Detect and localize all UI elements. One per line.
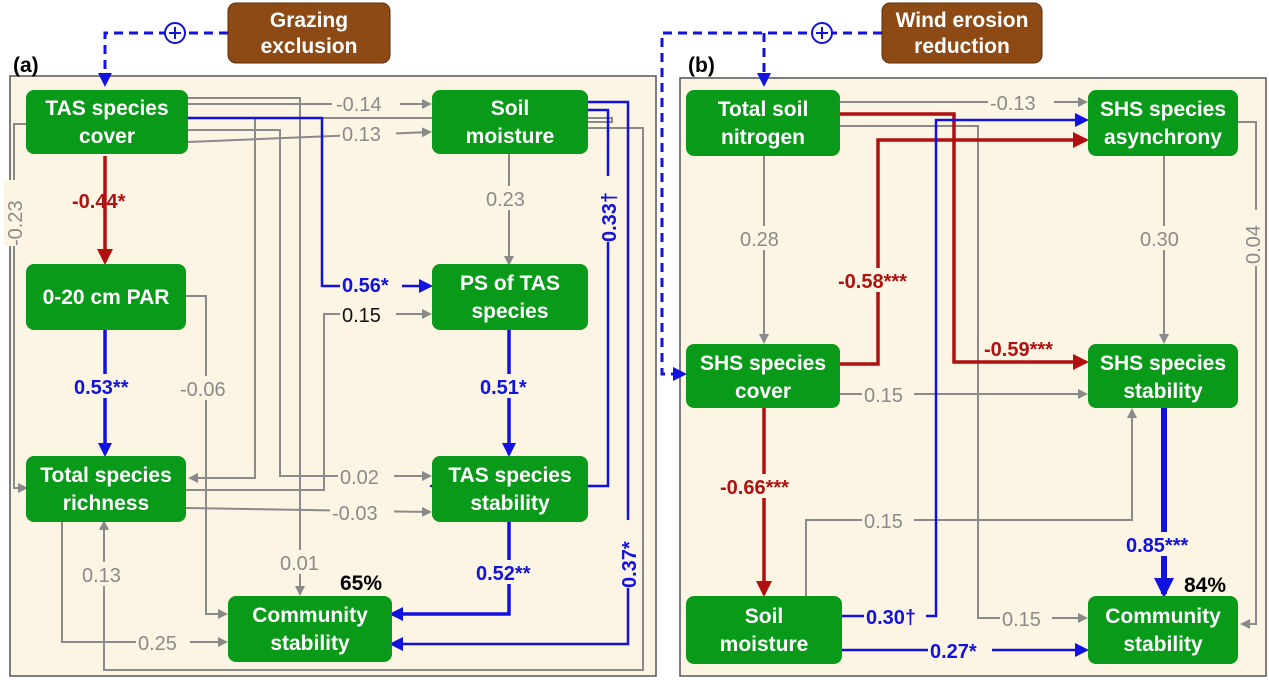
svg-text:Total species: Total species — [40, 464, 172, 487]
node-par: 0-20 cm PAR — [26, 264, 186, 330]
r2-b: 84% — [1184, 574, 1226, 597]
arrow-moisture-community — [389, 100, 630, 651]
label-nitrogen-community: 0.15 — [1002, 609, 1041, 631]
label-par-community: -0.06 — [180, 379, 226, 401]
panel-a-label: (a) — [13, 54, 39, 77]
label-to-stability: 0.02 — [340, 467, 379, 489]
wind-erosion-arrow-cover — [660, 31, 882, 381]
node-shs-species-stability: SHS species stability — [1088, 344, 1238, 408]
svg-text:TAS species: TAS species — [45, 97, 168, 120]
svg-text:species: species — [471, 300, 548, 323]
svg-text:richness: richness — [63, 492, 149, 515]
label-cover-moisture-2: 0.13 — [342, 124, 381, 146]
arrow-cover-richness — [13, 123, 28, 493]
plus-icon — [169, 27, 181, 39]
svg-text:nitrogen: nitrogen — [721, 126, 805, 149]
svg-text:Total soil: Total soil — [718, 98, 809, 121]
label-ps-stability: 0.51* — [480, 377, 527, 399]
node-community-stability-b: Community stability — [1088, 596, 1238, 664]
label-cover-ps: 0.56* — [342, 275, 389, 297]
label-moisture-community: 0.37* — [619, 541, 641, 588]
arrow-cover-async — [840, 132, 1089, 366]
svg-text:SHS species: SHS species — [1100, 352, 1226, 375]
label-stability-community: 0.52** — [476, 563, 531, 585]
arrow-par-community — [186, 295, 228, 619]
arrow-stability-community — [389, 522, 511, 621]
label-community-richness: 0.13 — [82, 565, 121, 587]
arrow-moisture-richness — [99, 127, 644, 671]
label-cover-richness: -0.23 — [5, 200, 27, 246]
label-moisture-ps: 0.23 — [486, 189, 525, 211]
svg-text:moisture: moisture — [720, 633, 809, 656]
node-soil-moisture-a: Soil moisture — [432, 90, 588, 154]
node-total-species-richness: Total species richness — [26, 456, 186, 522]
grazing-exclusion-arrow — [98, 31, 228, 87]
svg-text:moisture: moisture — [466, 125, 555, 148]
node-total-soil-nitrogen: Total soil nitrogen — [686, 90, 840, 156]
svg-text:Soil: Soil — [745, 605, 784, 628]
svg-text:stability: stability — [470, 492, 550, 515]
wind-erosion-line2: reduction — [914, 35, 1010, 58]
label-nitrogen-async: -0.13 — [990, 93, 1036, 115]
r2-a: 65% — [340, 572, 382, 595]
label-moisture-community-b: 0.27* — [930, 641, 977, 663]
svg-text:stability: stability — [1123, 633, 1203, 656]
node-community-stability-a: Community stability — [228, 596, 392, 662]
svg-text:SHS species: SHS species — [1100, 98, 1226, 121]
svg-text:stability: stability — [1123, 380, 1203, 403]
node-tas-species-cover: TAS species cover — [26, 90, 188, 154]
arrow-moisture-shsstability — [805, 408, 1137, 596]
node-ps-tas-species: PS of TAS species — [432, 264, 588, 330]
label-cover-async: -0.58*** — [838, 271, 907, 293]
svg-text:cover: cover — [79, 125, 135, 148]
svg-text:TAS species: TAS species — [448, 464, 571, 487]
panel-b-label: (b) — [688, 54, 715, 77]
svg-text:Community: Community — [252, 604, 368, 627]
label-shsstability-community: 0.85*** — [1126, 535, 1188, 557]
arrow-async-community — [1238, 121, 1257, 629]
label-cover-moisture: -0.14 — [336, 94, 382, 116]
svg-text:SHS species: SHS species — [700, 352, 826, 375]
node-tas-species-stability: TAS species stability — [432, 456, 588, 522]
label-par-richness: 0.53** — [74, 377, 129, 399]
svg-text:PS of TAS: PS of TAS — [460, 272, 560, 295]
node-soil-moisture-b: Soil moisture — [686, 596, 842, 664]
node-shs-species-asynchrony: SHS species asynchrony — [1088, 90, 1238, 156]
label-richness-community: 0.25 — [138, 633, 177, 655]
label-cover-community: 0.01 — [280, 553, 319, 575]
svg-text:0-20 cm PAR: 0-20 cm PAR — [43, 286, 170, 309]
label-async-community: 0.04 — [1243, 225, 1265, 264]
arrow-cover-community — [188, 97, 305, 596]
node-shs-species-cover: SHS species cover — [686, 344, 840, 408]
plus-icon-b — [816, 27, 828, 39]
label-moisture-shsstability: 0.15 — [864, 511, 903, 533]
label-async-stability: 0.30 — [1140, 229, 1179, 251]
label-cover-moisture-b: -0.66*** — [720, 477, 789, 499]
svg-text:Soil: Soil — [491, 97, 530, 120]
svg-text:stability: stability — [270, 632, 350, 655]
label-moisture-tasstability: 0.33† — [599, 192, 621, 242]
svg-text:asynchrony: asynchrony — [1104, 126, 1222, 149]
arrow-nitrogen-shsstability — [840, 112, 1089, 370]
wind-erosion-line1: Wind erosion — [896, 9, 1029, 32]
label-richness-ps: 0.15 — [342, 305, 381, 327]
label-cover-shsstability: 0.15 — [864, 385, 903, 407]
label-cover-par: -0.44* — [72, 191, 126, 213]
label-richness-stability: -0.03 — [332, 503, 378, 525]
label-nitrogen-shsstability: -0.59*** — [984, 339, 1053, 361]
grazing-exclusion-line1: Grazing — [270, 9, 348, 32]
label-nitrogen-cover: 0.28 — [740, 229, 779, 251]
label-moisture-async: 0.30† — [866, 607, 916, 629]
svg-text:cover: cover — [735, 380, 791, 403]
grazing-exclusion-line2: exclusion — [261, 35, 358, 58]
svg-text:Community: Community — [1105, 605, 1221, 628]
